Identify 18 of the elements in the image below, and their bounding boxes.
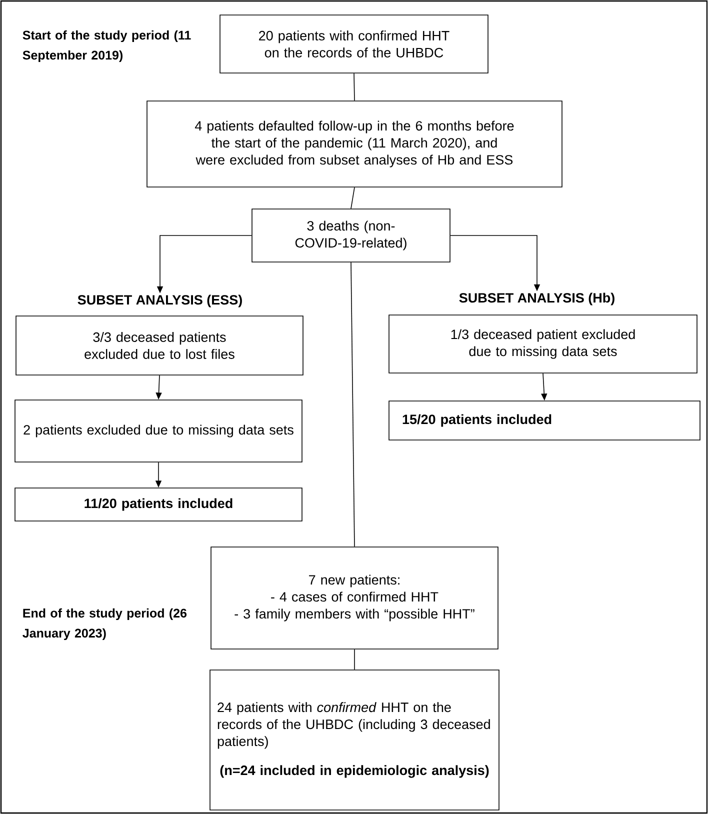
section-heading: SUBSET ANALYSIS (ESS) <box>78 294 242 308</box>
process-box: 1/3 deceased patient excluded due to missing data sets <box>388 314 698 374</box>
process-box: 24 patients with confirmed HHT on the records of the UHBDC (including 3 deceased patients) (n=24 included in epidemiologic analysis) <box>210 670 500 810</box>
process-box: 20 patients with confirmed HHT on the records of the UHBDC <box>220 14 488 74</box>
connector-line <box>350 187 355 209</box>
process-box: 7 new patients: - 4 cases of confirmed HHT - 3 family members with “possible HHT” <box>210 546 498 650</box>
highlighted-box: 15/20 patients included <box>388 400 700 440</box>
connector-line <box>354 649 355 670</box>
process-box: 4 patients defaulted follow-up in the 6 months before the start of the pandemic (11 March 2020), and were excluded from subset analyses of Hb and ESS <box>146 100 562 188</box>
timeline-label: End of the study period (26 January 2023) <box>22 608 187 640</box>
timeline-label: Start of the study period (11 September 2019) <box>22 30 191 62</box>
connector-line <box>350 262 355 547</box>
process-box: 3/3 deceased patients excluded due to lost files <box>16 316 304 376</box>
section-heading: SUBSET ANALYSIS (Hb) <box>459 292 614 306</box>
process-box: 3 deaths (non-COVID-19-related) <box>252 208 450 262</box>
highlighted-box: 11/20 patients included <box>14 488 302 522</box>
process-box: 2 patients excluded due to missing data sets <box>14 400 302 462</box>
connector-line <box>354 73 355 101</box>
